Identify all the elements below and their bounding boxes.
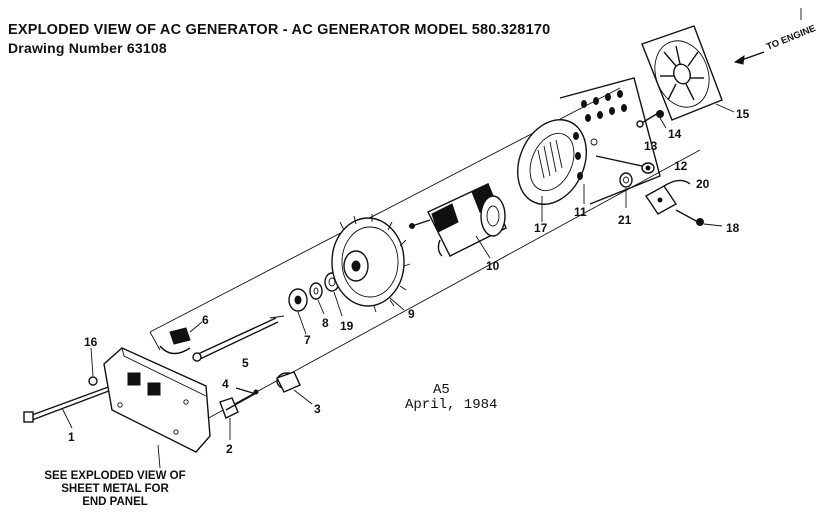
callout-3: 3	[314, 402, 321, 416]
part-5-stud	[192, 315, 285, 362]
part-15-end-bell	[641, 25, 765, 121]
callout-19: 19	[340, 319, 354, 333]
part-21-grommet	[619, 172, 633, 208]
part-18-screw	[675, 209, 723, 227]
callout-13: 13	[644, 139, 658, 153]
callout-8: 8	[322, 316, 329, 330]
part-2-terminal-block	[219, 391, 259, 440]
part-12-nut	[595, 155, 655, 174]
drawing-number: Drawing Number 63108	[8, 40, 167, 56]
part-20-bracket	[644, 179, 691, 215]
callout-15: 15	[736, 107, 750, 121]
part-16-lock-washer	[88, 347, 98, 386]
callout-17: 17	[534, 221, 548, 235]
part-8-washer	[309, 282, 325, 315]
end-panel-note-line: SEE EXPLODED VIEW OF	[44, 470, 186, 482]
callout-16: 16	[84, 335, 98, 349]
callout-9: 9	[408, 307, 415, 321]
part-17-stator-ring	[517, 119, 587, 222]
to-engine-label: TO ENGINE	[765, 23, 817, 53]
part-7-bearing	[288, 288, 308, 335]
end-panel-note-line: END PANEL	[82, 496, 148, 508]
part-6-retainer-clip	[159, 321, 203, 355]
callout-12: 12	[674, 159, 688, 173]
part-4-screw	[235, 387, 259, 395]
callout-20: 20	[696, 177, 710, 191]
part-9-fan	[331, 214, 411, 313]
end-panel-note: SEE EXPLODED VIEW OF SHEET METAL FOR END…	[20, 470, 210, 509]
callout-6: 6	[202, 313, 209, 327]
drawing-date: April, 1984	[405, 397, 498, 413]
callout-10: 10	[486, 259, 500, 273]
callout-21: 21	[618, 213, 632, 227]
callout-11: 11	[574, 205, 587, 219]
part-10-rotor	[409, 183, 507, 259]
end-panel-plate	[103, 347, 211, 469]
diagram-title: EXPLODED VIEW OF AC GENERATOR - AC GENER…	[8, 22, 551, 38]
part-3-capacitor	[276, 371, 313, 405]
part-11-stator-housing	[559, 77, 661, 205]
part-1-through-bolt	[23, 381, 123, 429]
callout-14: 14	[668, 127, 682, 141]
callout-1: 1	[68, 430, 75, 444]
part-14-washer	[656, 110, 667, 129]
page-code: A5	[433, 382, 450, 398]
callout-4: 4	[222, 377, 229, 391]
callout-5: 5	[242, 356, 249, 370]
callout-7: 7	[304, 333, 311, 347]
end-panel-note-line: SHEET METAL FOR	[61, 483, 169, 495]
callout-18: 18	[726, 221, 740, 235]
callout-2: 2	[226, 442, 233, 456]
